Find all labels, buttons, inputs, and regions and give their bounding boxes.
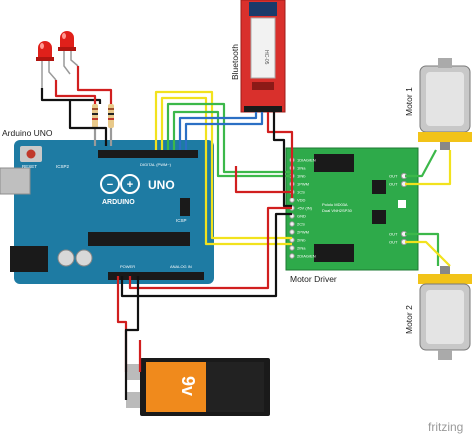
wire-ground-arduino bbox=[68, 100, 108, 146]
arduino-reset-label: RESET bbox=[22, 164, 37, 169]
driver-pin-hole bbox=[289, 229, 295, 235]
motor-1-label: Motor 1 bbox=[404, 87, 414, 116]
arduino-analog-header: ANALOG IN bbox=[170, 264, 192, 269]
wire-battery-black bbox=[124, 276, 140, 400]
arduino-uno-logo: UNO bbox=[148, 178, 175, 192]
motor-driver-label: Motor Driver bbox=[290, 274, 337, 284]
wire-driver-5v bbox=[128, 206, 292, 290]
wire-driver-vdd bbox=[234, 166, 292, 194]
motor-driver-board: Pololu MD03A Dual VNH2SP30 1DIAG/EN 1INa 1… bbox=[285, 147, 419, 271]
motor-2 bbox=[418, 266, 472, 360]
arduino-brand: ARDUINO bbox=[102, 199, 135, 206]
arduino-power-header: POWER bbox=[120, 264, 135, 269]
red-led-2 bbox=[58, 31, 76, 51]
driver-pin-label: 1PWM bbox=[297, 182, 309, 187]
wire-green-2 bbox=[172, 110, 292, 178]
motor-2-label: Motor 2 bbox=[404, 305, 414, 334]
wire-blue-1 bbox=[178, 112, 258, 150]
fritzing-watermark: fritzing bbox=[428, 420, 463, 434]
wire-yellow-2 bbox=[160, 96, 292, 246]
arduino-digital-header: DIGITAL (PWM~) bbox=[140, 162, 172, 167]
driver-board-name: Pololu MD03A bbox=[322, 202, 348, 207]
wire-motor1-green bbox=[405, 149, 437, 178]
driver-pin-label: 2PWM bbox=[297, 230, 309, 235]
arduino-uno-label: Arduino UNO bbox=[2, 128, 53, 138]
resistor-2 bbox=[108, 104, 114, 128]
led-pair bbox=[36, 31, 79, 88]
driver-pin-hole bbox=[289, 221, 295, 227]
driver-pin-label: 1DIAG/EN bbox=[297, 158, 316, 163]
wire-led1-red bbox=[54, 80, 97, 104]
wire-driver-gnd bbox=[120, 212, 292, 298]
battery-9v: 9v bbox=[126, 358, 270, 416]
wire-bt-red bbox=[266, 112, 294, 198]
driver-pin-hole bbox=[289, 245, 295, 251]
driver-pin-label: GND bbox=[297, 214, 306, 219]
wire-yellow-1 bbox=[154, 90, 292, 240]
driver-board-subtitle: Dual VNH2SP30 bbox=[322, 208, 353, 213]
driver-motor-terminal-label: OUT bbox=[389, 232, 398, 237]
driver-pin-label: VDD bbox=[297, 198, 306, 203]
wire-green-1 bbox=[166, 102, 292, 174]
svg-text:−: − bbox=[107, 179, 113, 191]
driver-motor-terminal-label: OUT bbox=[389, 174, 398, 179]
svg-text:+: + bbox=[127, 179, 133, 191]
driver-pin-label: 1INa bbox=[297, 166, 306, 171]
driver-motor-terminal-label: OUT bbox=[389, 240, 398, 245]
driver-pin-label: 1INb bbox=[297, 174, 306, 179]
arduino-uno-board: − + UNO ARDUINO RESET ICSP2 ICSP DIGITAL… bbox=[0, 140, 214, 284]
driver-pin-label: 2INb bbox=[297, 238, 306, 243]
driver-motor-terminal-label: OUT bbox=[389, 182, 398, 187]
red-led-1 bbox=[36, 41, 54, 61]
bluetooth-label: Bluetooth bbox=[230, 44, 240, 80]
wire-motor2-yellow bbox=[405, 240, 451, 267]
driver-pin-hole bbox=[289, 197, 295, 203]
wires bbox=[40, 66, 452, 400]
motor-1 bbox=[418, 58, 472, 150]
led-legs bbox=[41, 51, 79, 88]
driver-motor-terminals: OUT OUT OUT OUT bbox=[389, 172, 408, 246]
bluetooth-chip-label: HC-05 bbox=[263, 50, 269, 65]
resistor-1 bbox=[92, 104, 98, 128]
wire-bt-black bbox=[272, 112, 292, 208]
wire-blue-2 bbox=[184, 112, 264, 150]
driver-pin-label: +5V (IN) bbox=[297, 206, 313, 211]
bluetooth-module: HC-05 bbox=[240, 0, 286, 113]
wire-motor1-yellow bbox=[405, 150, 452, 186]
battery-voltage-label: 9v bbox=[178, 376, 198, 396]
driver-pin-hole bbox=[289, 253, 295, 259]
driver-pin-label: 2INa bbox=[297, 246, 306, 251]
arduino-icsp-label: ICSP bbox=[176, 218, 187, 223]
driver-pin-label: 1CS bbox=[297, 190, 305, 195]
arduino-icsp2-label: ICSP2 bbox=[56, 164, 70, 169]
driver-pin-label: 2CS bbox=[297, 222, 305, 227]
driver-pin-label: 2DIAG/EN bbox=[297, 254, 316, 259]
wire-led2-red bbox=[76, 66, 113, 104]
